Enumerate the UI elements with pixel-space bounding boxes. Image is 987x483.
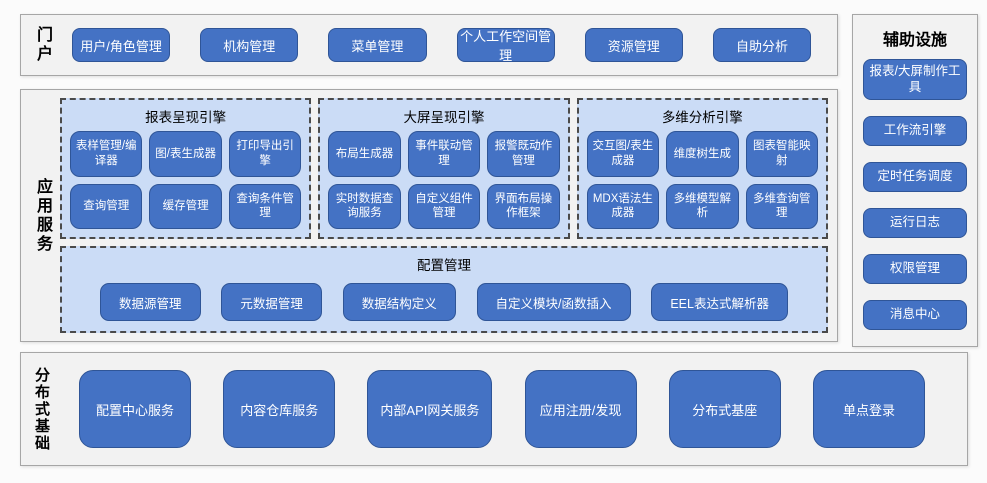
dashboard-engine-button[interactable]: 布局生成器 [328, 131, 401, 177]
panel-config-management-title: 配置管理 [417, 258, 471, 273]
report-engine-button[interactable]: 查询条件管理 [228, 183, 302, 229]
portal-button[interactable]: 用户/角色管理 [72, 28, 171, 62]
config-button[interactable]: 自定义模块/函数插入 [476, 283, 631, 321]
portal-button[interactable]: 菜单管理 [328, 28, 427, 62]
portal-button[interactable]: 自助分析 [712, 28, 812, 62]
olap-engine-buttons: 交互图/表生成器维度树生成图表智能映射 MDX语法生成器多维模型解析多维查询管理 [586, 131, 818, 229]
panel-dashboard-engine-title: 大屏呈现引擎 [403, 110, 485, 125]
auxiliary-button[interactable]: 运行日志 [863, 207, 967, 238]
portal-button[interactable]: 资源管理 [584, 28, 683, 62]
dashboard-engine-button[interactable]: 实时数据查询服务 [328, 183, 401, 229]
report-engine-button[interactable]: 表样管理/编译器 [70, 131, 143, 177]
dashboard-engine-button[interactable]: 事件联动管理 [407, 131, 481, 177]
portal-button[interactable]: 机构管理 [200, 28, 299, 62]
section-portal: 门户 用户/角色管理机构管理菜单管理个人工作空间管理资源管理自助分析 [20, 14, 838, 76]
panel-olap-engine: 多维分析引擎 交互图/表生成器维度树生成图表智能映射 MDX语法生成器多维模型解析… [576, 98, 828, 239]
dashboard-engine-button[interactable]: 报警既动作管理 [487, 131, 560, 177]
distributed-service-button[interactable]: 配置中心服务 [79, 370, 191, 448]
config-button[interactable]: 数据源管理 [100, 283, 201, 321]
config-management-buttons: 数据源管理元数据管理数据结构定义自定义模块/函数插入 EEL表达式解析器 [70, 279, 818, 323]
section-app-services-label: 应用服务 [34, 177, 51, 254]
panel-report-engine: 报表呈现引擎 表样管理/编译器图/表生成器打印导出引擎查询管理缓存管理查询条件管… [60, 98, 312, 239]
portal-buttons: 用户/角色管理机构管理菜单管理个人工作空间管理资源管理自助分析 [50, 28, 837, 63]
config-button[interactable]: 元数据管理 [221, 283, 322, 321]
auxiliary-button[interactable]: 定时任务调度 [863, 161, 967, 192]
auxiliary-button[interactable]: 工作流引擎 [863, 115, 967, 146]
portal-button[interactable]: 个人工作空间管理 [456, 28, 555, 63]
olap-engine-button[interactable]: 维度树生成 [666, 131, 739, 177]
panel-config-management: 配置管理 数据源管理元数据管理数据结构定义自定义模块/函数插入 EEL表达式解析器 [60, 246, 828, 333]
report-engine-buttons: 表样管理/编译器图/表生成器打印导出引擎查询管理缓存管理查询条件管理 [70, 131, 302, 229]
config-button[interactable]: EEL表达式解析器 [651, 283, 788, 321]
auxiliary-buttons: 报表/大屏制作工具工作流引擎定时任务调度运行日志权限管理消息中心 [853, 59, 977, 346]
dashboard-engine-buttons: 布局生成器事件联动管理报警既动作管理实时数据查询服务自定义组件管理界面布局操作框… [328, 131, 560, 229]
distributed-service-button[interactable]: 分布式基座 [668, 370, 781, 448]
auxiliary-button[interactable]: 报表/大屏制作工具 [863, 59, 967, 100]
panel-dashboard-engine: 大屏呈现引擎 布局生成器事件联动管理报警既动作管理实时数据查询服务自定义组件管理… [318, 98, 570, 239]
app-services-content: 报表呈现引擎 表样管理/编译器图/表生成器打印导出引擎查询管理缓存管理查询条件管… [50, 90, 837, 341]
section-distributed-base: 分布式基础 配置中心服务内容仓库服务内部API网关服务应用注册/发现分布式基座单… [20, 352, 968, 466]
section-distributed-base-label: 分布式基础 [33, 366, 50, 452]
report-engine-button[interactable]: 查询管理 [70, 183, 143, 229]
dashboard-engine-button[interactable]: 自定义组件管理 [407, 183, 481, 229]
auxiliary-button[interactable]: 权限管理 [863, 253, 967, 284]
olap-engine-button[interactable]: 图表智能映射 [745, 131, 818, 177]
distributed-service-button[interactable]: 单点登录 [812, 370, 925, 448]
engine-panels: 报表呈现引擎 表样管理/编译器图/表生成器打印导出引擎查询管理缓存管理查询条件管… [60, 98, 828, 239]
panel-report-engine-title: 报表呈现引擎 [145, 110, 227, 125]
dashboard-engine-button[interactable]: 界面布局操作框架 [487, 183, 560, 229]
distributed-base-buttons: 配置中心服务内容仓库服务内部API网关服务应用注册/发现分布式基座单点登录 [49, 370, 967, 448]
report-engine-button[interactable]: 缓存管理 [149, 183, 222, 229]
section-auxiliary-title: 辅助设施 [882, 32, 947, 49]
report-engine-button[interactable]: 打印导出引擎 [228, 131, 302, 177]
auxiliary-button[interactable]: 消息中心 [863, 299, 967, 330]
olap-engine-button[interactable]: 多维模型解析 [666, 183, 739, 229]
distributed-service-button[interactable]: 内容仓库服务 [223, 370, 336, 448]
olap-engine-button[interactable]: 多维查询管理 [745, 183, 818, 229]
distributed-service-button[interactable]: 内部API网关服务 [367, 370, 493, 448]
section-app-services: 应用服务 报表呈现引擎 表样管理/编译器图/表生成器打印导出引擎查询管理缓存管理… [20, 89, 838, 342]
config-button[interactable]: 数据结构定义 [342, 283, 456, 321]
report-engine-button[interactable]: 图/表生成器 [149, 131, 222, 177]
section-portal-label: 门户 [34, 26, 51, 64]
olap-engine-button[interactable]: 交互图/表生成器 [586, 131, 660, 177]
section-auxiliary: 辅助设施 报表/大屏制作工具工作流引擎定时任务调度运行日志权限管理消息中心 [852, 14, 978, 347]
olap-engine-button[interactable]: MDX语法生成器 [586, 183, 660, 229]
panel-olap-engine-title: 多维分析引擎 [661, 110, 743, 125]
distributed-service-button[interactable]: 应用注册/发现 [524, 370, 637, 448]
